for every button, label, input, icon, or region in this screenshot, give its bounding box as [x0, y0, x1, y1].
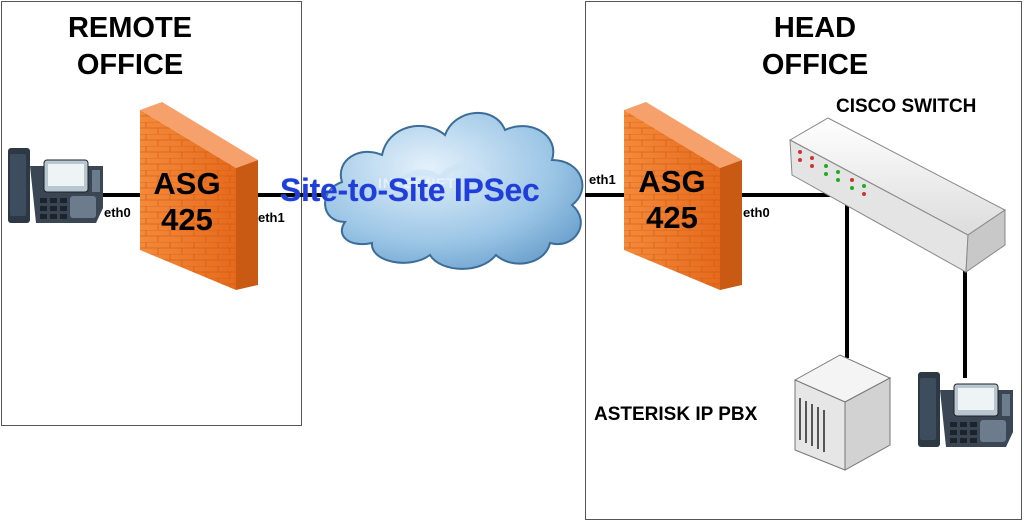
ip-phone-icon — [8, 148, 103, 223]
firewall-icon — [140, 102, 258, 290]
remote-fw-eth0-label: eth0 — [104, 205, 131, 220]
head-firewall-model-line2: 425 — [646, 200, 698, 235]
switch-icon — [788, 117, 1006, 273]
remote-office-title-line1: REMOTE — [67, 12, 193, 44]
asterisk-pbx-label: ASTERISK IP PBX — [594, 404, 758, 425]
cloud-icon — [324, 112, 584, 270]
head-fw-eth0-label: eth0 — [743, 205, 770, 220]
remote-office-title: REMOTE OFFICE — [40, 10, 220, 84]
remote-fw-eth1-label: eth1 — [258, 210, 285, 225]
remote-firewall-model: ASG 425 — [146, 166, 228, 238]
ip-phone-icon — [918, 372, 1013, 447]
remote-office-title-line2: OFFICE — [76, 49, 184, 81]
ipsec-tunnel-label: Site-to-Site IPSec — [280, 172, 540, 208]
internet-label: INTERNET — [378, 175, 456, 191]
switch-port-leds — [798, 150, 866, 196]
head-office-title-line2: OFFICE — [761, 49, 869, 81]
head-fw-eth1-label: eth1 — [589, 172, 616, 187]
remote-firewall-model-line1: ASG — [153, 166, 221, 201]
head-firewall-model-line1: ASG — [638, 164, 706, 199]
head-firewall-model: ASG 425 — [631, 164, 713, 236]
remote-firewall-model-line2: 425 — [161, 202, 213, 237]
firewall-icon — [624, 102, 742, 290]
connection-lines — [100, 193, 967, 378]
server-icon — [793, 354, 892, 471]
head-office-title-line1: HEAD — [773, 12, 857, 44]
cisco-switch-label: CISCO SWITCH — [836, 96, 977, 117]
head-office-title: HEAD OFFICE — [725, 10, 905, 84]
